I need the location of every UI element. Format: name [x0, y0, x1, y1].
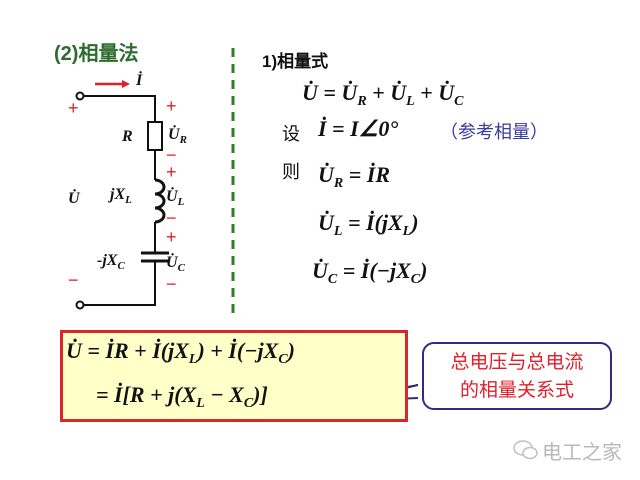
callout-line2: 的相量关系式: [459, 379, 574, 401]
plus-sign: +: [68, 98, 79, 118]
equation-term: − X: [204, 382, 244, 407]
equation-subscript: C: [327, 272, 338, 287]
reference-note: （参考相量）: [440, 122, 548, 143]
resistor-label: R: [122, 128, 133, 145]
equation-term: U̇ = U̇: [302, 80, 358, 105]
plus-sign: +: [166, 162, 177, 182]
reference-equation: İ = I∠0°: [318, 116, 398, 142]
equation-term: + U̇: [366, 80, 407, 105]
minus-sign: −: [166, 208, 177, 228]
ul-label: U̇L: [166, 188, 184, 208]
arrowhead-icon: [122, 80, 130, 88]
equation-term: U̇: [318, 210, 334, 235]
minus-sign: −: [166, 145, 177, 165]
callout-line1: 总电压与总电流: [450, 351, 584, 373]
slide-title: (2)相量法: [54, 43, 139, 65]
watermark-text: 电工之家: [542, 440, 622, 464]
label-text: jX: [110, 186, 126, 203]
equation-subscript: L: [333, 224, 343, 239]
label-subscript: L: [177, 196, 185, 208]
minus-sign: −: [166, 274, 177, 294]
equation-term: = İ(jX: [342, 210, 403, 235]
label-text: U̇: [166, 188, 178, 205]
kvl-equation: U̇ = U̇R + U̇L + U̇C: [302, 80, 463, 110]
inductor-symbol: [154, 178, 166, 224]
equation-term: ): [287, 338, 295, 363]
equation-term: İ = I∠0°: [318, 116, 399, 141]
label-text: U̇: [166, 254, 178, 271]
equation-term: U̇: [312, 258, 328, 283]
label-text: U̇: [168, 126, 180, 143]
box-equation-line1: U̇ = İR + İ(jXL) + İ(−jXC): [66, 338, 295, 368]
capacitor-label: -jXC: [97, 252, 125, 272]
equation-term: )]: [253, 382, 268, 407]
label-subscript: R: [179, 134, 187, 146]
equation-subscript: L: [188, 352, 198, 367]
result-box: [60, 330, 408, 422]
ur-equation: U̇R = İR: [318, 162, 390, 192]
resistor-symbol: [147, 121, 163, 151]
equation-term: U̇ = İR + İ(jX: [66, 338, 189, 363]
terminal-top: [75, 91, 85, 101]
plus-sign: +: [166, 96, 177, 116]
equation-subscript: R: [333, 176, 344, 191]
then-word: 则: [282, 162, 300, 183]
plus-sign: +: [166, 227, 177, 247]
uc-equation: U̇C = İ(−jXC): [312, 258, 427, 288]
equation-subscript: L: [402, 224, 412, 239]
equation-subscript: L: [406, 94, 415, 109]
equation-term: ): [411, 210, 419, 235]
equation-term: = İ[R + j(X: [96, 382, 197, 407]
equation-term: = İR: [343, 162, 391, 187]
terminal-bottom: [75, 300, 85, 310]
label-text: -jX: [97, 252, 118, 269]
wechat-icon: [512, 438, 540, 467]
wire-bottom: [83, 261, 156, 306]
ur-label: U̇R: [168, 126, 187, 146]
minus-sign: −: [68, 270, 79, 290]
wire-top: [83, 95, 156, 122]
label-subscript: C: [117, 260, 125, 272]
equation-term: ): [420, 258, 428, 283]
equation-term: + U̇: [414, 80, 455, 105]
box-equation-line2: = İ[R + j(XL − XC)]: [96, 382, 268, 412]
uc-label: U̇C: [166, 254, 185, 274]
equation-subscript: C: [278, 352, 288, 367]
label-subscript: C: [177, 262, 185, 274]
let-word: 设: [282, 124, 300, 145]
section-title: 1)相量式: [262, 52, 329, 71]
equation-subscript: R: [357, 94, 367, 109]
equation-subscript: C: [454, 94, 464, 109]
label-subscript: L: [125, 194, 132, 206]
equation-subscript: C: [243, 396, 254, 411]
current-label: İ: [136, 72, 143, 89]
source-voltage-label: U̇: [68, 190, 80, 207]
callout-bubble: 总电压与总电流 的相量关系式: [422, 342, 612, 410]
equation-term: U̇: [318, 162, 334, 187]
equation-term: ) + İ(−jX: [197, 338, 279, 363]
equation-term: = İ(−jX: [337, 258, 411, 283]
inductor-label: jXL: [110, 186, 132, 206]
equation-subscript: C: [410, 272, 421, 287]
equation-subscript: L: [196, 396, 205, 411]
ul-equation: U̇L = İ(jXL): [318, 210, 419, 240]
